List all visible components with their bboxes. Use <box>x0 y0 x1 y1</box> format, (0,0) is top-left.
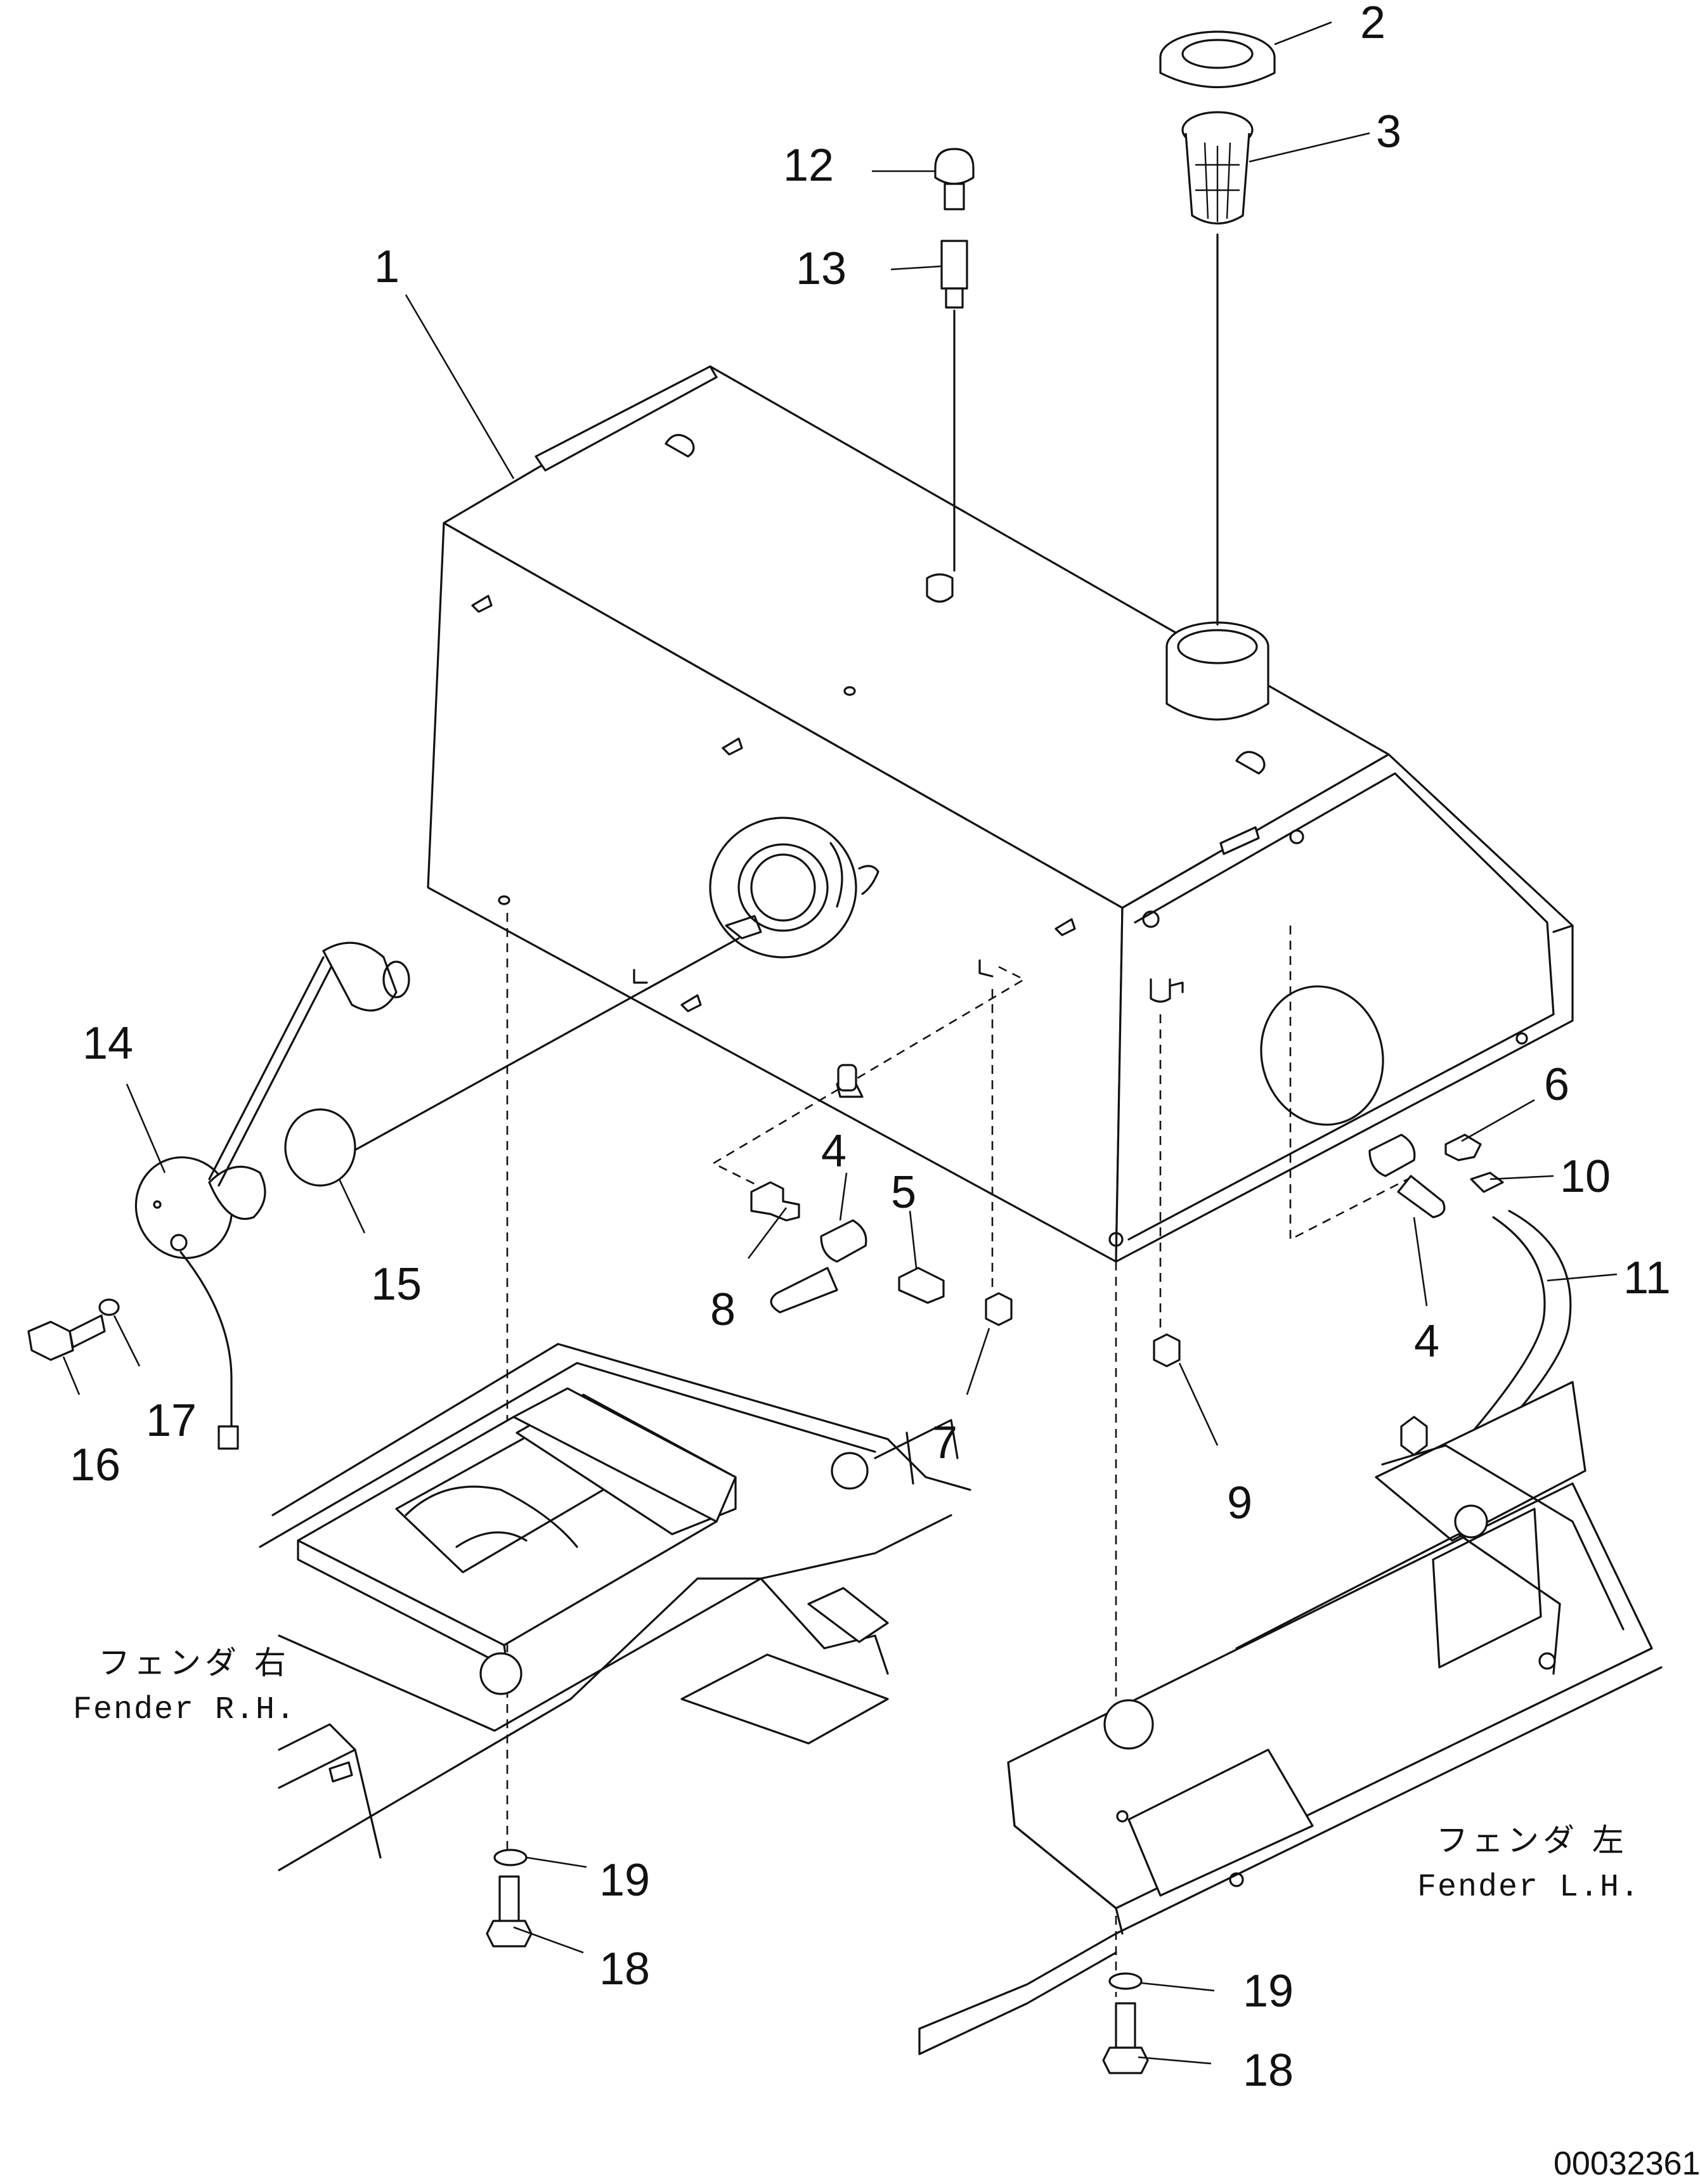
callout-9: 9 <box>1227 1478 1252 1528</box>
callout-19-right: 19 <box>599 1855 650 1906</box>
callout-3: 3 <box>1376 107 1401 157</box>
callout-5: 5 <box>891 1167 916 1218</box>
callout-18-left: 18 <box>1243 2045 1294 2096</box>
fender-left-frame <box>918 1381 1663 2055</box>
fender-right-en: Fender R.H. <box>73 1692 296 1728</box>
callout-17: 17 <box>146 1395 197 1446</box>
drain-valve-group-left <box>750 1064 1013 1326</box>
callout-11: 11 <box>1623 1253 1671 1303</box>
callout-12: 12 <box>783 140 834 191</box>
filler-strainer <box>1181 111 1254 626</box>
leader-lines <box>62 21 1618 2065</box>
callout-2: 2 <box>1360 0 1385 48</box>
filler-cap <box>1159 30 1276 89</box>
callout-4-left: 4 <box>821 1126 847 1177</box>
callout-labels: 2 3 1 12 13 4 5 6 10 11 4 8 7 9 14 15 17… <box>70 0 1671 2096</box>
callout-14: 14 <box>82 1018 133 1069</box>
callout-16: 16 <box>70 1440 120 1490</box>
breather-assembly <box>934 148 975 572</box>
mounting-bolt-left <box>1102 1972 1149 2074</box>
fender-left-en: Fender L.H. <box>1417 1870 1640 1906</box>
callout-8: 8 <box>710 1284 736 1335</box>
callout-15: 15 <box>371 1259 422 1310</box>
fender-right-jp: フェンダ 右 <box>98 1644 290 1681</box>
fender-right-frame <box>259 1343 971 1871</box>
callout-4-right: 4 <box>1414 1316 1439 1367</box>
callout-18-right: 18 <box>599 1944 650 1994</box>
callout-7: 7 <box>932 1418 957 1468</box>
fender-captions: フェンダ 右 Fender R.H. フェンダ 左 Fender L.H. <box>73 1644 1640 1906</box>
drain-valve-group-right <box>1153 1134 1572 1440</box>
callout-6: 6 <box>1544 1059 1569 1110</box>
sender-bolt <box>27 1298 120 1361</box>
callout-10: 10 <box>1560 1151 1611 1202</box>
mounting-bolt-right <box>486 1849 533 1948</box>
callout-13: 13 <box>796 243 847 294</box>
fuel-level-sender <box>134 941 410 1450</box>
fender-left-jp: フェンダ 左 <box>1436 1822 1628 1859</box>
callout-19-left: 19 <box>1243 1966 1294 2017</box>
drawing-number: 00032361 <box>1554 2145 1700 2182</box>
fuel-tank <box>427 365 1574 1263</box>
callout-1: 1 <box>374 242 399 292</box>
